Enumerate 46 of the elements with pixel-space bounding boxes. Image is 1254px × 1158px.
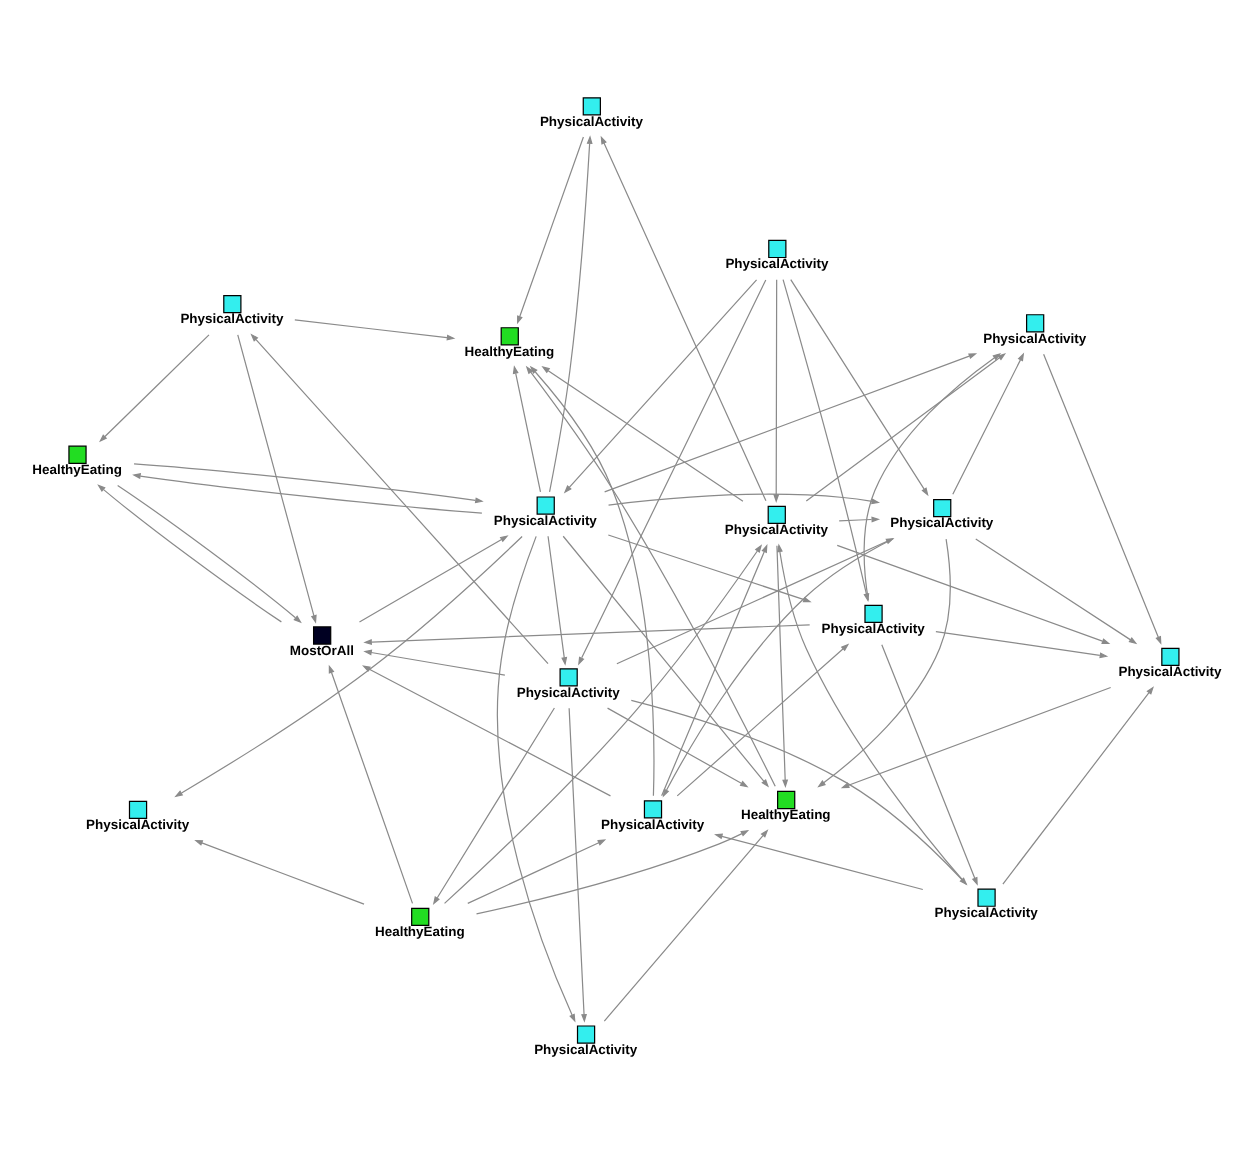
arrow bbox=[714, 833, 924, 891]
arrow bbox=[517, 136, 584, 325]
arrow bbox=[475, 829, 750, 915]
arrow bbox=[250, 333, 549, 665]
arrow bbox=[133, 463, 484, 504]
arrow bbox=[99, 334, 210, 443]
arrow bbox=[975, 538, 1138, 645]
arrow bbox=[805, 352, 1007, 502]
arrow bbox=[529, 365, 655, 797]
arrow bbox=[1043, 353, 1162, 645]
arrow bbox=[97, 484, 282, 623]
arrow bbox=[117, 484, 302, 624]
arrow bbox=[776, 545, 789, 789]
arrow bbox=[600, 135, 767, 502]
arrow bbox=[512, 365, 542, 493]
arrow bbox=[132, 473, 483, 514]
arrow bbox=[1002, 686, 1154, 885]
arrow bbox=[294, 319, 456, 341]
arrow bbox=[363, 624, 811, 646]
arrow bbox=[358, 535, 509, 623]
arrow bbox=[790, 279, 929, 497]
arrow bbox=[603, 829, 769, 1022]
arrow bbox=[174, 535, 523, 798]
arrow bbox=[547, 535, 568, 666]
arrow bbox=[237, 334, 317, 624]
arrow bbox=[194, 839, 365, 905]
arrow bbox=[467, 839, 607, 904]
arrow bbox=[661, 544, 768, 797]
arrow bbox=[443, 544, 763, 904]
arrow bbox=[548, 135, 593, 493]
arrow bbox=[525, 365, 776, 787]
arrow bbox=[676, 643, 850, 797]
arrow bbox=[836, 544, 1111, 644]
arrow bbox=[606, 707, 749, 788]
arrow bbox=[935, 630, 1109, 659]
arrow bbox=[838, 516, 881, 523]
arrow bbox=[952, 352, 1025, 495]
arrow bbox=[568, 707, 588, 1023]
arrow bbox=[363, 649, 506, 676]
arrow bbox=[541, 366, 744, 502]
arrow bbox=[604, 353, 978, 493]
arrow bbox=[840, 686, 1112, 789]
arrow bbox=[578, 279, 767, 666]
arrow bbox=[563, 279, 758, 494]
arrow bbox=[328, 664, 414, 904]
arrow bbox=[432, 707, 555, 905]
